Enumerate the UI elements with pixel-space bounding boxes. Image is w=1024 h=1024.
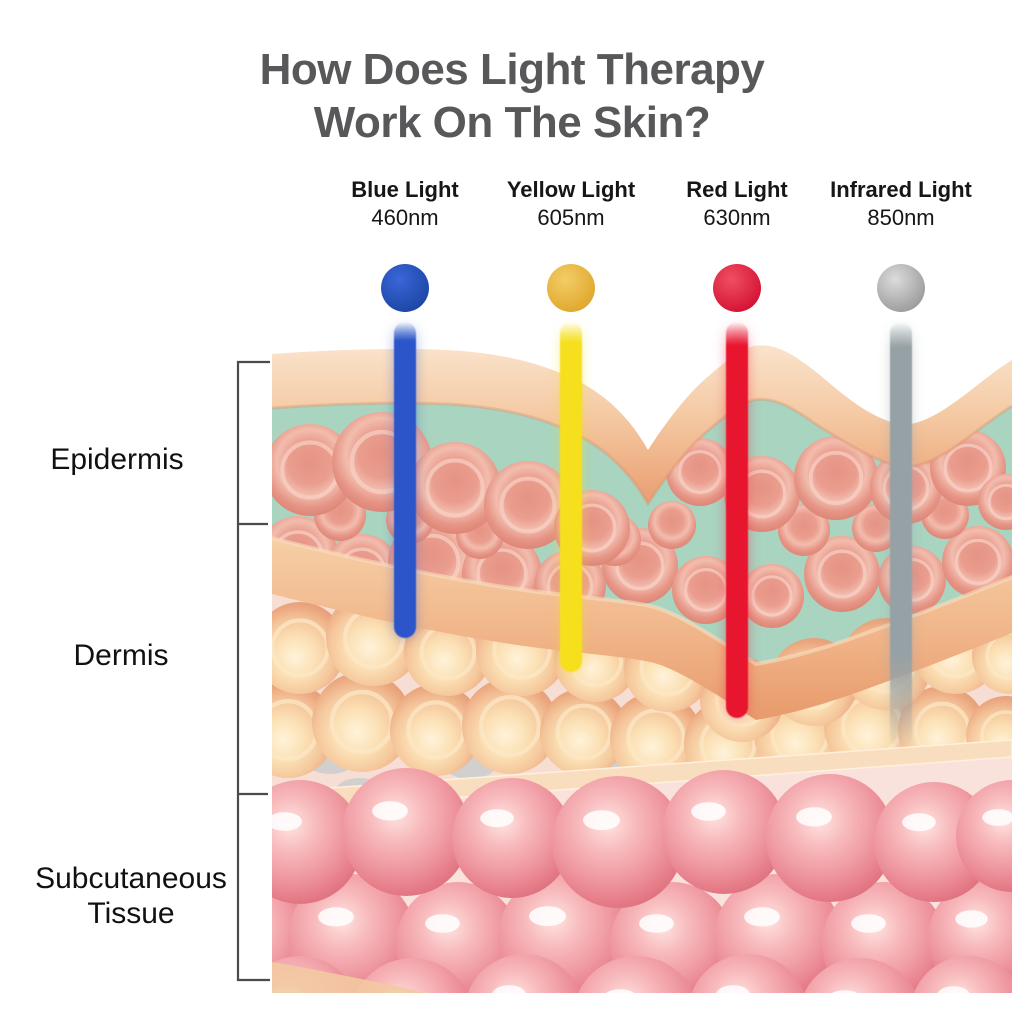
light-beam-red <box>726 322 748 718</box>
page-title: How Does Light Therapy Work On The Skin? <box>0 44 1024 150</box>
light-beam-blue <box>394 322 416 638</box>
page-title-line2: Work On The Skin? <box>313 97 711 147</box>
layer-label-epidermis: Epidermis <box>50 443 184 476</box>
light-name-yellow: Yellow Light <box>506 177 636 202</box>
light-wavelength-infrared: 850nm <box>867 204 935 230</box>
light-wavelength-yellow: 605nm <box>537 204 605 230</box>
light-dot-blue <box>381 264 429 312</box>
layer-label-subcutaneous-tissue: Subcutaneous Tissue <box>35 862 227 930</box>
light-column-blue: Blue Light 460nm <box>317 176 493 638</box>
light-dot-red <box>713 264 761 312</box>
light-wavelength-blue: 460nm <box>371 204 439 230</box>
light-dot-infrared <box>877 264 925 312</box>
light-name-infrared: Infrared Light <box>830 177 972 202</box>
light-name-red: Red Light <box>686 177 788 202</box>
light-column-infrared: Infrared Light 850nm <box>813 176 989 748</box>
layer-label-dermis: Dermis <box>73 639 169 672</box>
light-name-blue: Blue Light <box>351 177 459 202</box>
light-dot-yellow <box>547 264 595 312</box>
light-wavelength-red: 630nm <box>703 204 771 230</box>
light-beam-yellow <box>560 322 582 672</box>
page-title-line1: How Does Light Therapy <box>259 45 765 94</box>
light-column-red: Red Light 630nm <box>649 176 825 718</box>
light-beam-infrared <box>890 322 912 748</box>
skin-illustration <box>272 342 1012 993</box>
light-column-yellow: Yellow Light 605nm <box>483 176 659 672</box>
